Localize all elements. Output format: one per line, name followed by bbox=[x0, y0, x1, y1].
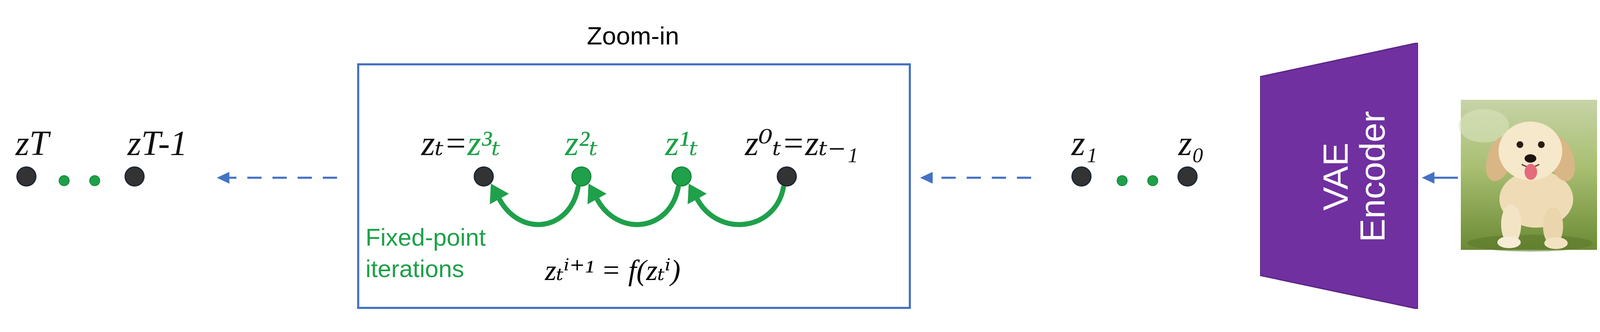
connector-line bbox=[932, 176, 1032, 179]
state-label: z⁰ₜ=zₜ₋₁ bbox=[744, 123, 859, 164]
state-label: z₀ bbox=[1178, 123, 1205, 164]
chain-dot bbox=[59, 175, 70, 186]
input-arrow bbox=[1433, 176, 1458, 179]
state-node: zₜ=z³ₜ bbox=[421, 123, 501, 187]
state-label-row: zT bbox=[15, 123, 49, 164]
state-dot bbox=[671, 166, 692, 187]
iteration-arrow bbox=[587, 183, 679, 225]
puppy-tongue bbox=[1524, 163, 1538, 180]
state-node: z¹ₜ bbox=[665, 123, 699, 187]
arrowhead bbox=[687, 183, 707, 205]
chain-dot bbox=[89, 175, 100, 186]
state-label: z₁ bbox=[1071, 123, 1098, 164]
state-node: z₀ bbox=[1177, 123, 1205, 187]
state-dot bbox=[124, 166, 145, 187]
arrowhead bbox=[587, 183, 607, 205]
state-dot bbox=[776, 166, 797, 187]
encoder-trapezoid: VAE Encoder bbox=[1260, 42, 1419, 309]
state-dot bbox=[1177, 166, 1198, 187]
annotation-text: Fixed-point iterations bbox=[365, 221, 517, 285]
formula-text: zₜⁱ⁺¹ = f(zₜⁱ) bbox=[544, 253, 681, 288]
puppy-photo bbox=[1458, 99, 1598, 252]
chain-dot bbox=[1147, 175, 1158, 186]
connector-line bbox=[229, 176, 338, 179]
box-heading: Zoom-in bbox=[586, 21, 680, 51]
state-node: z₁ bbox=[1071, 123, 1098, 187]
encoder-label: VAE Encoder bbox=[1317, 105, 1391, 248]
state-label: zT-1 bbox=[127, 123, 188, 164]
state-label: z³ₜ bbox=[467, 123, 501, 164]
state-node: z⁰ₜ=zₜ₋₁ bbox=[744, 123, 859, 187]
puppy-eye bbox=[1537, 141, 1545, 148]
connector-line bbox=[499, 187, 579, 225]
state-dot bbox=[473, 166, 494, 187]
state-dot bbox=[1071, 166, 1092, 187]
connector-line bbox=[697, 187, 784, 225]
state-label: zT bbox=[15, 123, 49, 164]
puppy-paw bbox=[1544, 237, 1568, 249]
state-node: z²ₜ bbox=[565, 123, 599, 187]
state-label-row: z⁰ₜ=zₜ₋₁ bbox=[744, 123, 859, 164]
flow-arrow bbox=[216, 171, 338, 184]
state-label-row: zₜ=z³ₜ bbox=[421, 123, 501, 164]
puppy-paw bbox=[1497, 236, 1521, 249]
state-label: zₜ= bbox=[421, 123, 468, 164]
puppy-eye bbox=[1516, 141, 1524, 148]
state-dot bbox=[16, 166, 37, 187]
puppy-nose bbox=[1524, 154, 1537, 163]
arrowhead bbox=[489, 183, 509, 205]
state-node: zT-1 bbox=[124, 123, 188, 187]
state-label: z¹ₜ bbox=[665, 123, 699, 164]
flow-arrow bbox=[920, 171, 1032, 184]
state-label-row: z₀ bbox=[1178, 123, 1205, 164]
iteration-arrow bbox=[687, 183, 784, 225]
iteration-arrow bbox=[489, 183, 579, 225]
state-node: zT bbox=[15, 123, 49, 187]
state-dot bbox=[571, 166, 592, 187]
state-label-row: z¹ₜ bbox=[665, 123, 699, 164]
state-label-row: z₁ bbox=[1071, 123, 1098, 164]
arrowhead bbox=[920, 171, 933, 184]
chain-dot bbox=[1117, 175, 1128, 186]
input-arrowhead bbox=[1421, 171, 1435, 184]
state-label-row: zT-1 bbox=[127, 123, 188, 164]
encoder-outline bbox=[1260, 42, 1419, 309]
photo-shadow bbox=[1467, 234, 1593, 252]
puppy-head bbox=[1498, 121, 1563, 181]
arrowhead bbox=[216, 171, 230, 184]
connector-line bbox=[596, 187, 679, 225]
state-label: z²ₜ bbox=[565, 123, 599, 164]
state-label-row: z²ₜ bbox=[565, 123, 599, 164]
